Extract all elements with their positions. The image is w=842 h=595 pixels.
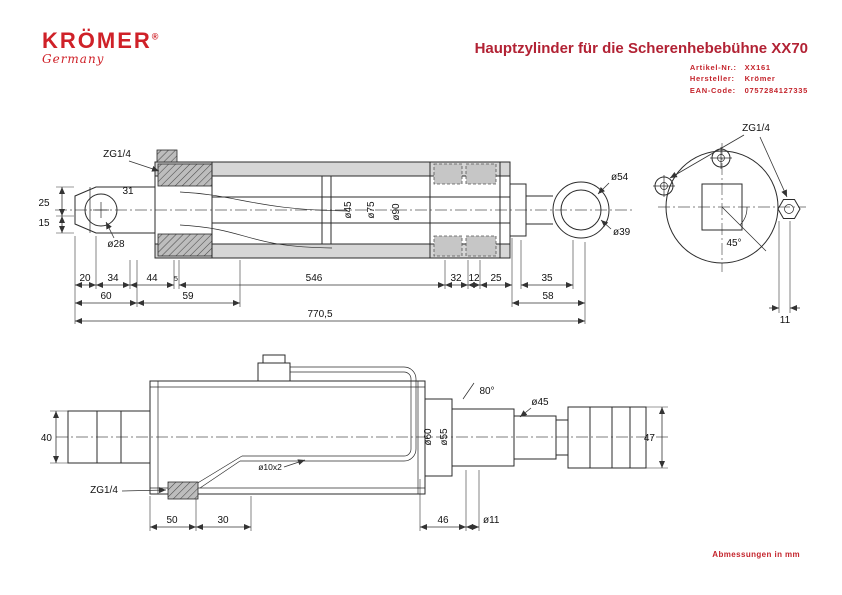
- dim-546-label: 546: [306, 273, 323, 284]
- angle-80-label: 80°: [479, 386, 494, 397]
- artikel-value: XX161: [744, 63, 771, 72]
- left-gland-seal-top: [157, 163, 213, 187]
- top-block-upper: [262, 354, 286, 364]
- dim-35-label: 35: [541, 273, 553, 284]
- plan-view: 40: [41, 354, 668, 531]
- clevis-outline: [74, 186, 155, 234]
- external-pipe: [195, 366, 417, 489]
- dim-20-label: 20: [79, 273, 91, 284]
- end-port-label: ZG1/4: [742, 123, 770, 134]
- logo-wordmark-row: KRÖMER®: [42, 30, 158, 52]
- piston-seal: [433, 163, 463, 185]
- hersteller-value: Krömer: [744, 74, 776, 84]
- internal-pipe-lower: [179, 224, 333, 249]
- piston-seal: [465, 163, 497, 185]
- dim-25b-label: 25: [490, 273, 502, 284]
- dim-15-label: 15: [38, 218, 50, 229]
- rod-eye-bore: [560, 189, 602, 231]
- dia-11-label: ø11: [483, 515, 500, 526]
- dia-39-label: ø39: [613, 227, 631, 238]
- dim-58-label: 58: [542, 291, 554, 302]
- plan-port-label: ZG1/4: [90, 485, 118, 496]
- units-note: Abmessungen in mm: [712, 550, 800, 559]
- article-meta-block: Artikel-Nr.: XX161 Hersteller: Krömer EA…: [690, 62, 808, 96]
- end-view-body-circle: [665, 150, 779, 264]
- plan-body: [149, 380, 426, 495]
- rod-neck: [513, 415, 557, 460]
- dim-31-label: 31: [122, 186, 134, 197]
- port-fitting: [156, 149, 178, 163]
- side-view-dimension-chains: 20 34 44 5 546 32 12 25 35 60 59 58 770,…: [74, 236, 586, 324]
- dia-55-label: ø55: [439, 428, 450, 446]
- rod-cap: [555, 419, 569, 456]
- rod-eye-outer: [552, 181, 610, 239]
- hersteller-label: Hersteller:: [689, 74, 735, 84]
- dim-44-label: 44: [146, 273, 158, 284]
- dim-50-label: 50: [166, 515, 178, 526]
- dim-25-label: 25: [38, 198, 50, 209]
- plan-dia-45-label: ø45: [531, 397, 549, 408]
- dia-28-label: ø28: [107, 239, 125, 250]
- end-view: ZG1/4 45° 11: [653, 123, 806, 326]
- dim-32-label: 32: [450, 273, 462, 284]
- side-port-label: ZG1/4: [103, 149, 131, 160]
- angle-45-label: 45°: [726, 238, 741, 249]
- dim-5-label: 5: [174, 276, 178, 283]
- top-block-lower: [257, 362, 291, 382]
- dia-90-label: ø90: [391, 203, 402, 221]
- dim-12-label: 12: [468, 273, 480, 284]
- dim-46-label: 46: [437, 515, 449, 526]
- dia-60-label: ø60: [423, 428, 434, 446]
- piston-seal: [433, 235, 463, 257]
- dim-30-label: 30: [217, 515, 229, 526]
- rod-section: [451, 408, 515, 467]
- logo-country: Germany: [42, 52, 105, 66]
- dim-total-label: 770,5: [307, 309, 332, 320]
- dia-54-label: ø54: [611, 172, 629, 183]
- drawing-title: Hauptzylinder für die Scherenhebebühne X…: [474, 40, 808, 57]
- left-gland-seal-bottom: [157, 233, 213, 257]
- dim-11-label: 11: [780, 315, 791, 326]
- ean-value: 0757284127335: [744, 85, 808, 95]
- dim-47-label: 47: [644, 433, 656, 444]
- dim-59-label: 59: [182, 291, 194, 302]
- kroemer-logo: KRÖMER® Germany: [42, 30, 158, 67]
- dim-34-label: 34: [107, 273, 119, 284]
- dia-45-label: ø45: [343, 201, 354, 219]
- artikel-label: Artikel-Nr.:: [689, 63, 737, 72]
- hex-fitting: [777, 199, 801, 219]
- end-view-center-block: [701, 183, 743, 231]
- ean-label: EAN-Code:: [689, 85, 736, 95]
- bottom-port-fitting: [167, 481, 199, 500]
- dim-60-label: 60: [100, 291, 112, 302]
- pipe-size-label: ø10x2: [258, 462, 282, 472]
- pin-bushing: [567, 406, 647, 469]
- piston-seal: [465, 235, 497, 257]
- dia-75-label: ø75: [366, 201, 377, 219]
- logo-wordmark: KRÖMER: [42, 28, 152, 53]
- gland-nut: [509, 183, 527, 237]
- side-view-labels: ZG1/4 31 25 15 ø28 ø45 ø75 ø90 ø54 ø39: [38, 149, 630, 250]
- clevis-bore: [84, 193, 118, 227]
- internal-pipe-upper: [179, 191, 349, 212]
- dim-40-label: 40: [41, 433, 53, 444]
- side-view: [55, 149, 632, 259]
- registered-trademark-icon: ®: [151, 31, 159, 42]
